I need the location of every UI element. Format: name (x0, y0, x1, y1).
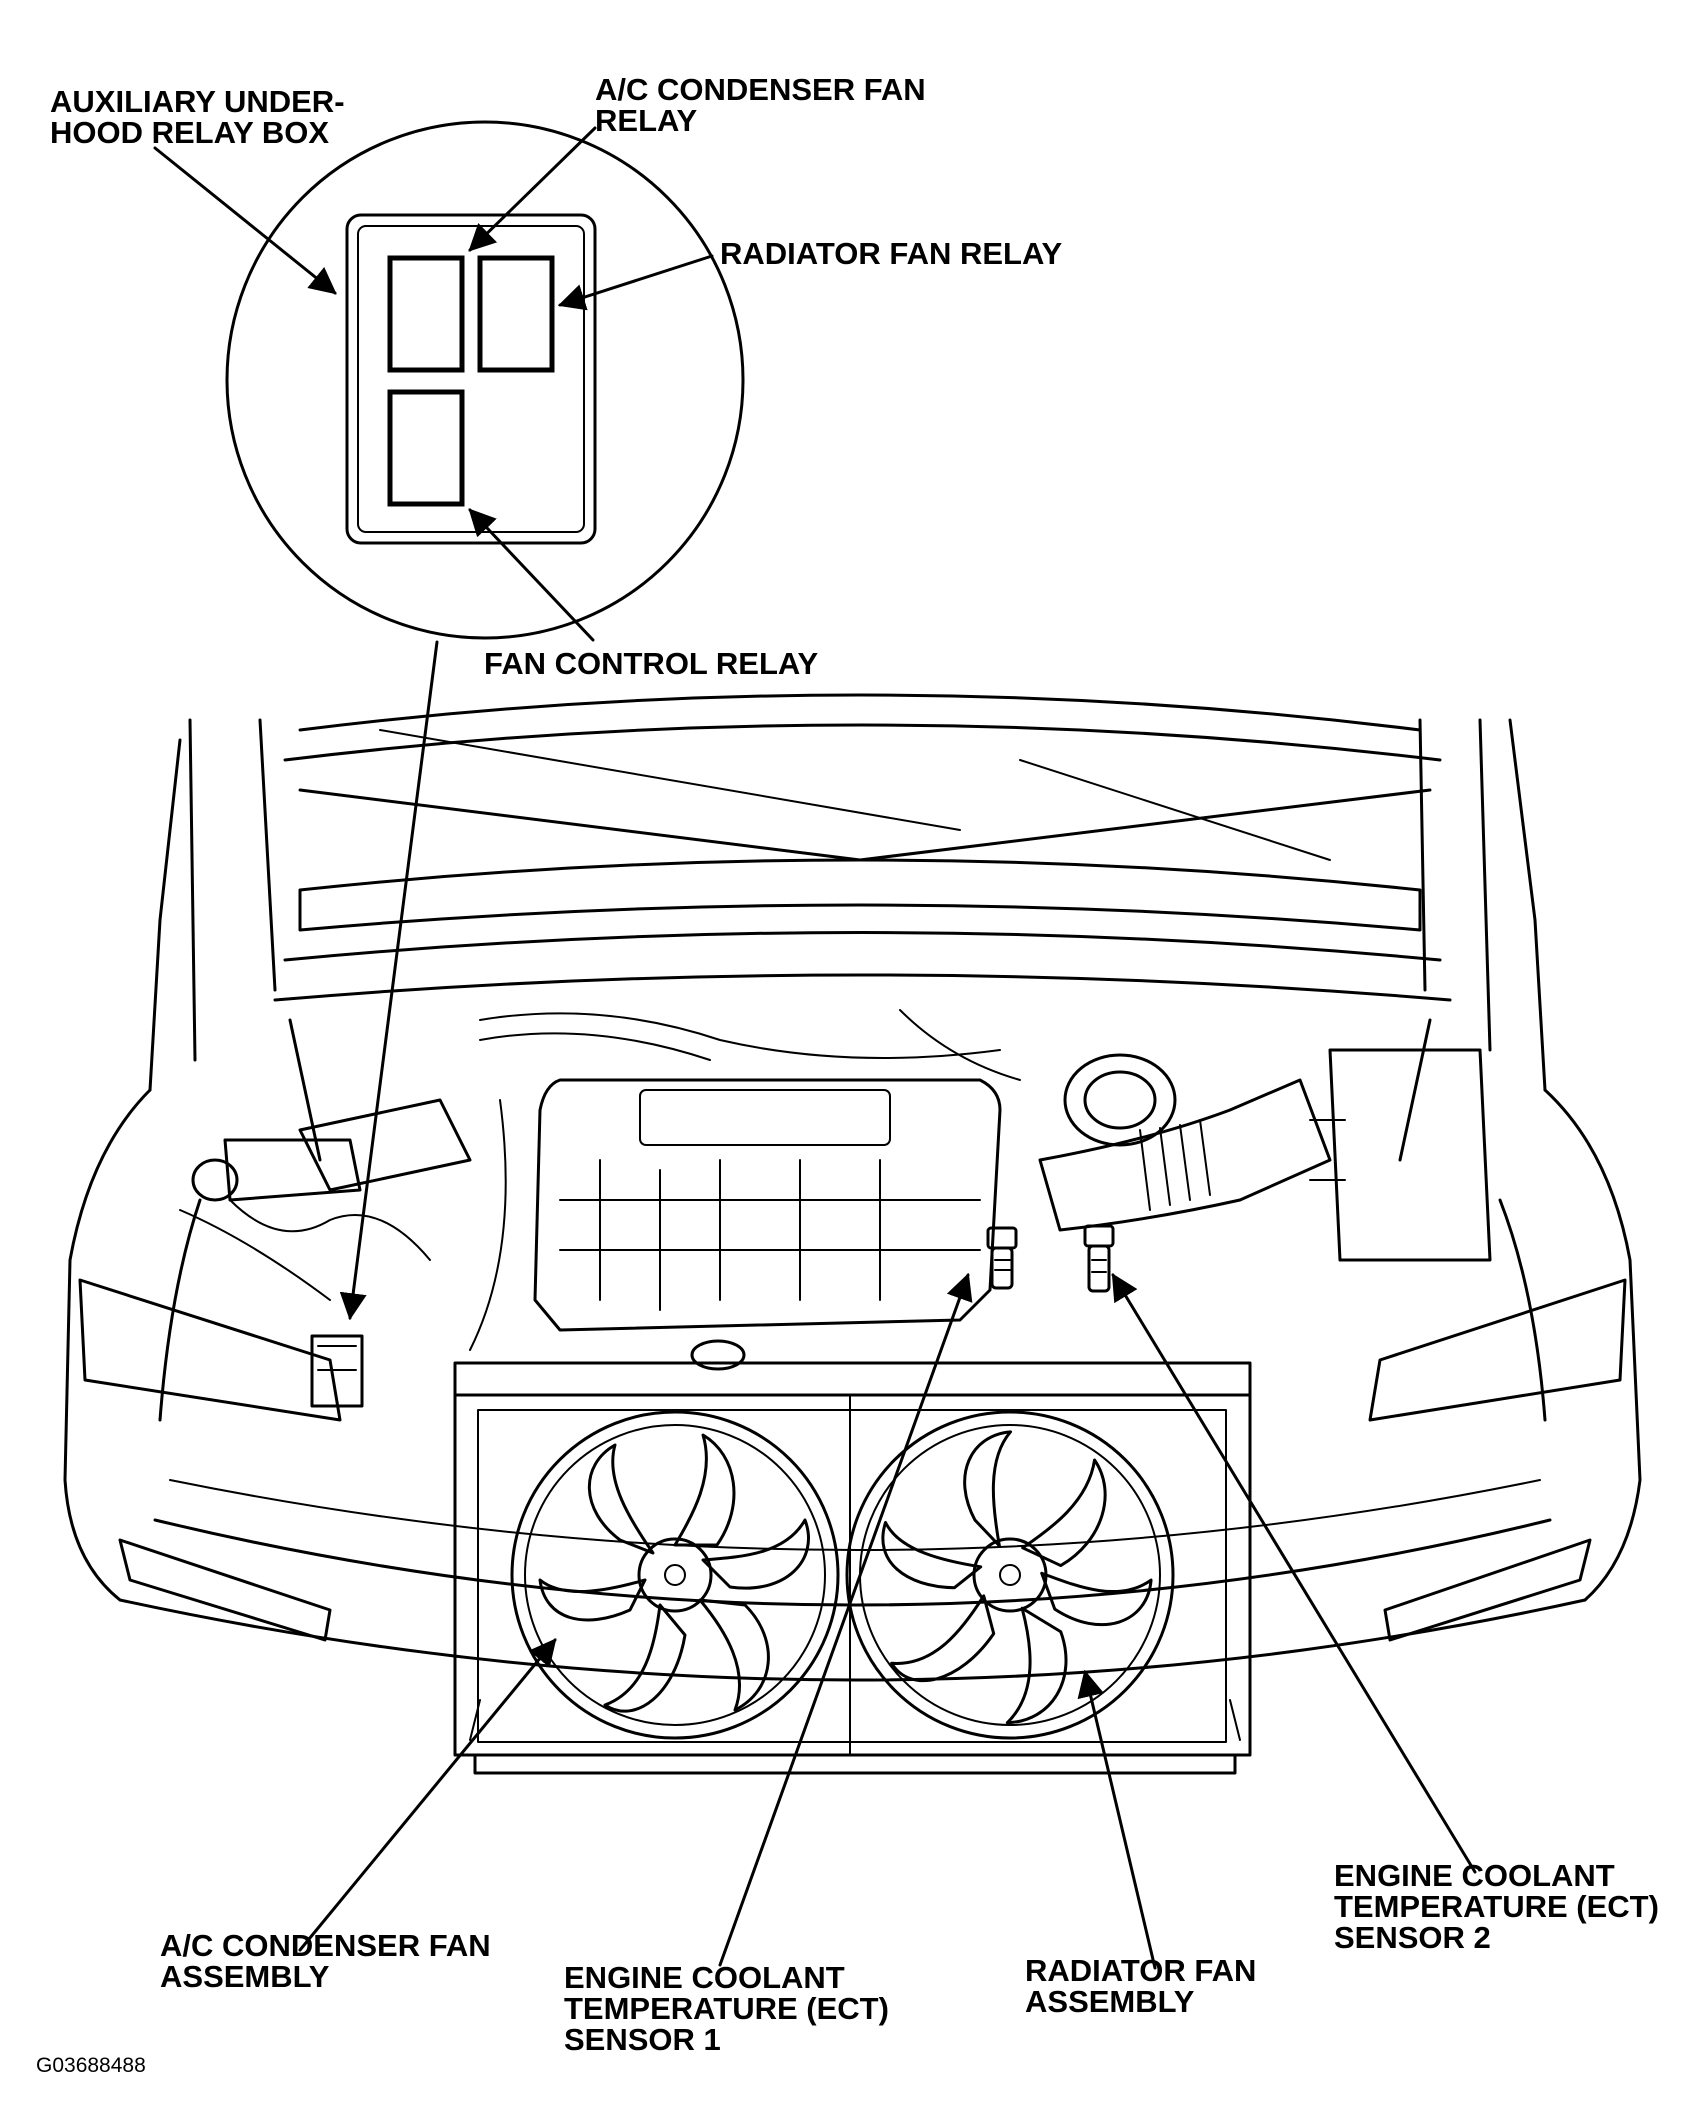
ect-sensor-2-label-line-1: ENGINE COOLANT (1334, 1858, 1615, 1893)
air-box (1328, 1048, 1492, 1262)
engine-cover (533, 1078, 1002, 1332)
ect-sensor-2-label: ENGINE COOLANT TEMPERATURE (ECT) SENSOR … (1334, 1860, 1659, 1953)
radiator-core (453, 1393, 1252, 1757)
ect-sensor-2-label-line-2: TEMPERATURE (ECT) (1334, 1889, 1659, 1924)
figure-id: G03688488 (36, 2054, 146, 2077)
ac-relay-leader (468, 126, 597, 252)
radiator-fan-relay-label-line-1: RADIATOR FAN RELAY (720, 236, 1063, 271)
relay-box-outline (345, 213, 597, 545)
radiator-top-tank (453, 1361, 1252, 1397)
radiator-fan-relay-shape (477, 255, 555, 373)
aux-relay-box-label: AUXILIARY UNDER- HOOD RELAY BOX (50, 86, 345, 148)
magnifier-circle (225, 120, 745, 640)
ect-sensor-1-label: ENGINE COOLANT TEMPERATURE (ECT) SENSOR … (564, 1962, 889, 2055)
left-headlight (78, 1278, 342, 1422)
aux-relay-box-location (310, 1334, 364, 1408)
ac-condenser-fan-assembly-label: A/C CONDENSER FAN ASSEMBLY (160, 1930, 491, 1992)
inset-to-vehicle-leader (339, 640, 439, 1321)
ac-condenser-fan-relay-label: A/C CONDENSER FAN RELAY (595, 74, 926, 136)
ect-sensor-1-label-line-1: ENGINE COOLANT (564, 1960, 845, 1995)
aux-relay-box-label-line-2: HOOD RELAY BOX (50, 115, 330, 150)
radiator-fan-assembly-leader (1077, 1669, 1157, 1970)
inset-leaders (153, 126, 714, 1321)
relay-box-inset (225, 120, 745, 640)
fan-control-relay-label-line-1: FAN CONTROL RELAY (484, 646, 819, 681)
ac-condenser-fan (510, 1410, 840, 1740)
ect-sensor-2-shape (1083, 1224, 1115, 1293)
engine-components (179, 1009, 1492, 1408)
ect-sensor-2-leader (1111, 1273, 1477, 1874)
ect-sensor-1-label-line-2: TEMPERATURE (ECT) (564, 1991, 889, 2026)
ac-condenser-fan-relay-label-line-2: RELAY (595, 103, 698, 138)
ac-fan-assembly-leader (298, 1638, 557, 1952)
fan-control-relay-shape (387, 389, 465, 507)
ac-condenser-fan-assembly-label-line-2: ASSEMBLY (160, 1959, 330, 1994)
ect-sensor-1-shape (986, 1226, 1018, 1290)
ac-condenser-fan-relay-label-line-1: A/C CONDENSER FAN (595, 72, 926, 107)
aux-relay-box-leader (153, 146, 337, 295)
radiator-cap (690, 1339, 746, 1371)
ac-condenser-fan-relay-shape (387, 255, 465, 373)
radiator-fan-assembly-label-line-1: RADIATOR FAN (1025, 1953, 1257, 1988)
radiator-fan-relay-label: RADIATOR FAN RELAY (720, 238, 1062, 269)
ect-sensor-2-label-line-3: SENSOR 2 (1334, 1920, 1491, 1955)
radiator-fan-assembly-label-line-2: ASSEMBLY (1025, 1984, 1195, 2019)
radiator-fan-assembly-label: RADIATOR FAN ASSEMBLY (1025, 1955, 1256, 2017)
vehicle-leaders (298, 1272, 1477, 1970)
aux-relay-box-label-line-1: AUXILIARY UNDER- (50, 84, 345, 119)
right-headlight (1368, 1278, 1627, 1422)
fan-control-relay-leader (468, 508, 595, 642)
radiator-assembly (453, 1361, 1252, 1775)
fan-control-relay-label: FAN CONTROL RELAY (484, 648, 818, 679)
radiator-relay-leader (557, 254, 714, 311)
ac-condenser-fan-assembly-label-line-1: A/C CONDENSER FAN (160, 1928, 491, 1963)
ect-sensor-1-label-line-3: SENSOR 1 (564, 2022, 721, 2057)
ect-sensor-1-leader (718, 1272, 973, 1967)
vehicle-outline (63, 693, 1642, 1741)
radiator-fan (828, 1389, 1192, 1757)
